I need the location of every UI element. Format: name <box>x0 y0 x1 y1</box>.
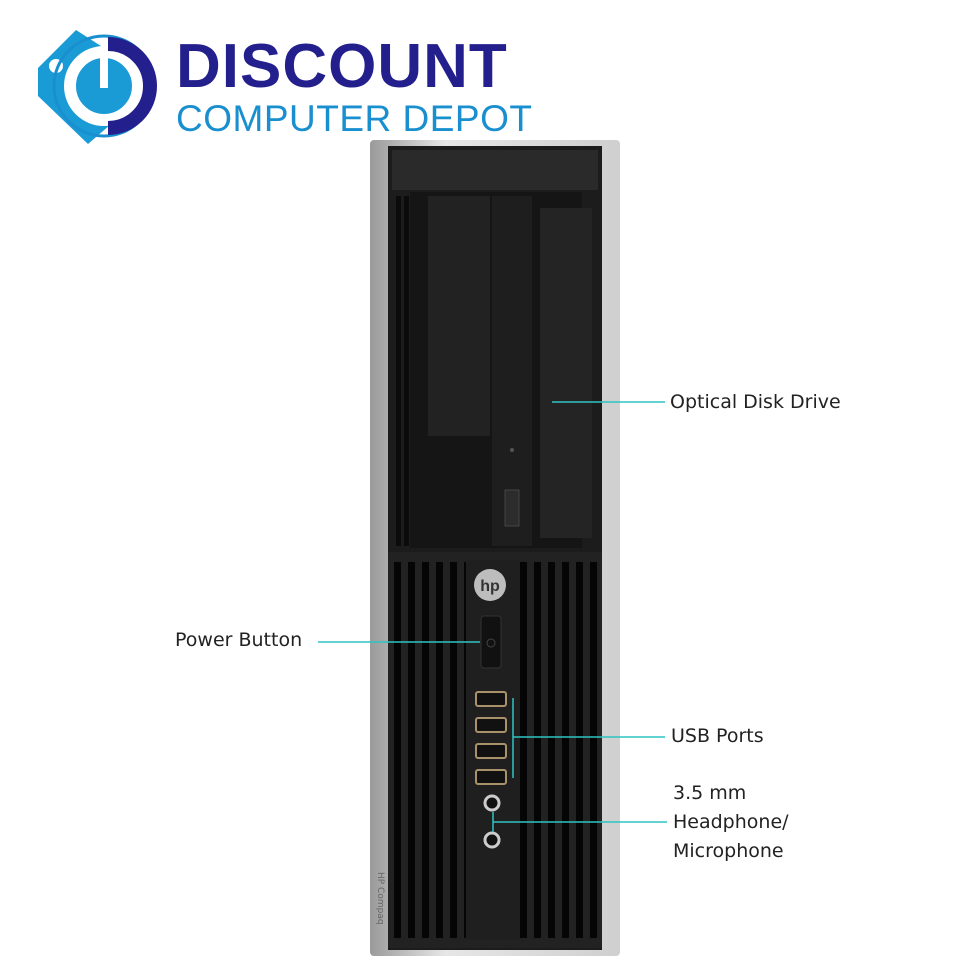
brand-subtitle: COMPUTER DEPOT <box>176 98 533 139</box>
vent-slot <box>450 562 457 938</box>
vent-slot <box>408 562 415 938</box>
vent-slot <box>534 562 541 938</box>
callout-audio-line3: Microphone <box>673 840 784 862</box>
usb-port[interactable] <box>475 743 507 759</box>
left-bay-slats <box>396 196 409 546</box>
microphone-jack[interactable] <box>483 794 501 812</box>
callout-audio: 3.5 mm Headphone/ Microphone <box>673 779 789 866</box>
brand-name: DISCOUNT <box>176 32 508 101</box>
callout-audio-line1: 3.5 mm <box>673 782 747 804</box>
side-model-text: HP Compaq <box>375 872 385 925</box>
usb-port[interactable] <box>475 717 507 733</box>
hp-logo-icon <box>474 569 506 601</box>
callout-power-button: Power Button <box>175 629 303 651</box>
vent-slot <box>562 562 569 938</box>
vent-slot <box>394 562 401 938</box>
callout-audio-line2: Headphone/ <box>673 811 789 833</box>
vent-slot <box>590 562 597 938</box>
usb-port[interactable] <box>475 769 507 785</box>
callout-lines <box>318 401 667 832</box>
vent-slot <box>422 562 429 938</box>
vent-slot <box>520 562 527 938</box>
vent-slot <box>576 562 583 938</box>
power-button[interactable] <box>480 615 502 669</box>
hp-logo-text: hp <box>480 578 500 595</box>
vent-slot <box>436 562 443 938</box>
usb-port[interactable] <box>475 691 507 707</box>
callout-optical-drive: Optical Disk Drive <box>670 391 841 413</box>
headphone-jack[interactable] <box>483 831 501 849</box>
vent-slot <box>548 562 555 938</box>
usb-ports <box>475 691 507 785</box>
brand-logo-icon <box>38 30 157 144</box>
callout-usb-ports: USB Ports <box>671 725 764 747</box>
